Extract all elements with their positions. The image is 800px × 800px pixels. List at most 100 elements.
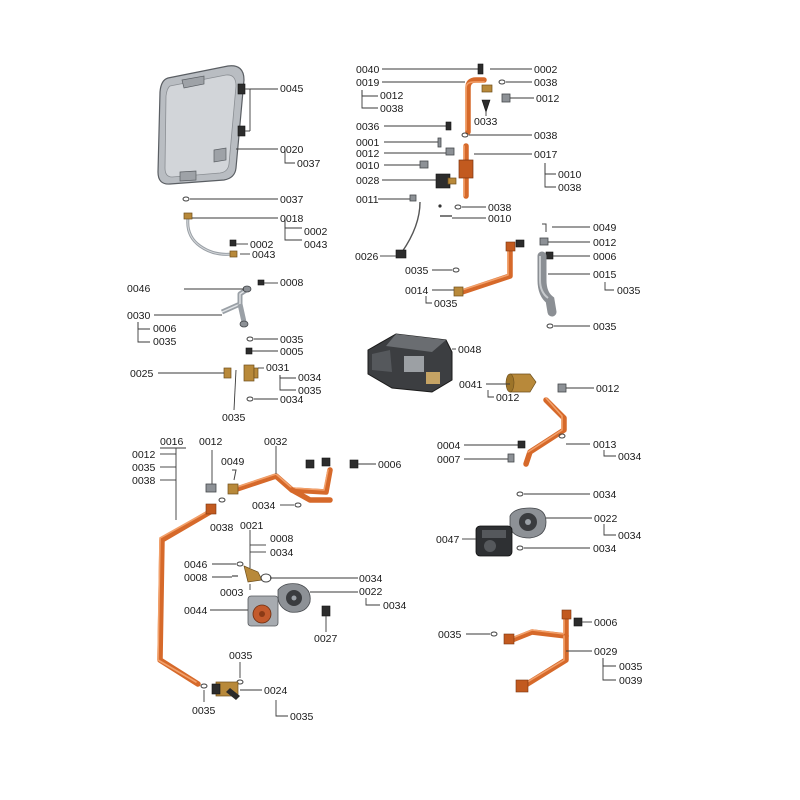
- label-0035-i: 0035: [438, 629, 462, 641]
- pipe-0015: [537, 251, 557, 317]
- hydraulic-block-0048: [367, 333, 453, 393]
- label-0022-b: 0022: [359, 586, 383, 598]
- label-0034-i: 0034: [270, 547, 294, 559]
- label-0038-a: 0038: [534, 77, 558, 89]
- pipe-0014: [453, 239, 525, 297]
- expansion-vessel: [157, 65, 245, 185]
- valve-0025: [223, 367, 232, 379]
- label-0010-a: 0010: [356, 160, 380, 172]
- label-0034-h: 0034: [252, 500, 276, 512]
- label-0025: 0025: [130, 368, 154, 380]
- pipe-0013: [523, 397, 567, 467]
- label-0012-g: 0012: [132, 449, 156, 461]
- pump-motor-0047: [475, 525, 513, 557]
- label-0019: 0019: [356, 77, 380, 89]
- label-0018: 0018: [280, 213, 304, 225]
- label-0002-c: 0002: [534, 64, 558, 76]
- label-0035-c: 0035: [298, 385, 322, 397]
- label-0012-f: 0012: [596, 383, 620, 395]
- label-0012-d: 0012: [593, 237, 617, 249]
- label-0002-a: 0002: [304, 226, 328, 238]
- label-0030: 0030: [127, 310, 151, 322]
- label-0014: 0014: [405, 285, 429, 297]
- label-0047: 0047: [436, 534, 460, 546]
- label-0035-h: 0035: [593, 321, 617, 333]
- label-0022-a: 0022: [594, 513, 618, 525]
- label-0036: 0036: [356, 121, 380, 133]
- label-0037-b: 0037: [280, 194, 304, 206]
- label-0020: 0020: [280, 144, 304, 156]
- pipe-0029: [503, 609, 572, 693]
- label-0034-k: 0034: [383, 600, 407, 612]
- o-ring-0037: [182, 196, 190, 202]
- label-0016: 0016: [160, 436, 184, 448]
- pump-0044: [247, 595, 279, 627]
- label-0012-h: 0012: [199, 436, 223, 448]
- label-0008-c: 0008: [184, 572, 208, 584]
- label-0007: 0007: [437, 454, 461, 466]
- label-0038-f: 0038: [132, 475, 156, 487]
- label-0006-d: 0006: [378, 459, 402, 471]
- label-0035-g: 0035: [434, 298, 458, 310]
- label-0035-a: 0035: [153, 336, 177, 348]
- label-0003: 0003: [220, 587, 244, 599]
- label-0037-a: 0037: [297, 158, 321, 170]
- pump-head-0022: [509, 507, 547, 539]
- label-0039: 0039: [619, 675, 643, 687]
- label-0013: 0013: [593, 439, 617, 451]
- label-0031: 0031: [266, 362, 290, 374]
- label-0006-c: 0006: [594, 617, 618, 629]
- cable-0026: [395, 201, 421, 259]
- label-0038-g: 0038: [210, 522, 234, 534]
- label-0034-g: 0034: [593, 543, 617, 555]
- label-0012-b: 0012: [536, 93, 560, 105]
- label-0010-c: 0010: [488, 213, 512, 225]
- label-0017: 0017: [534, 149, 558, 161]
- label-0049-b: 0049: [221, 456, 245, 468]
- label-0034-e: 0034: [593, 489, 617, 501]
- label-0033: 0033: [474, 116, 498, 128]
- fitting-0031: [243, 364, 259, 382]
- label-0046-b: 0046: [184, 559, 208, 571]
- fitting-0041: [505, 373, 537, 393]
- label-0040: 0040: [356, 64, 380, 76]
- label-0035-b: 0035: [280, 334, 304, 346]
- label-0044: 0044: [184, 605, 208, 617]
- label-0048: 0048: [458, 344, 482, 356]
- label-0034-j: 0034: [359, 573, 383, 585]
- label-0034-d: 0034: [618, 451, 642, 463]
- label-0024: 0024: [264, 685, 288, 697]
- label-0011: 0011: [356, 194, 379, 206]
- label-0032: 0032: [264, 436, 288, 448]
- label-0006-b: 0006: [593, 251, 617, 263]
- label-0034-a: 0034: [298, 372, 322, 384]
- label-0006-a: 0006: [153, 323, 177, 335]
- label-0001: 0001: [356, 137, 380, 149]
- label-0004: 0004: [437, 440, 461, 452]
- label-0046-a: 0046: [127, 283, 151, 295]
- valve-0024: [211, 681, 240, 700]
- pump-head-0022b: [277, 583, 311, 613]
- fitting-0003: [243, 565, 272, 583]
- flexible-hose-0018: [183, 212, 238, 258]
- label-0008-a: 0008: [280, 277, 304, 289]
- label-0035-f: 0035: [617, 285, 641, 297]
- label-0005: 0005: [280, 346, 304, 358]
- pipe-0017: [458, 143, 474, 199]
- label-0034-f: 0034: [618, 530, 642, 542]
- pipe-0030: [220, 285, 252, 328]
- label-0026: 0026: [355, 251, 379, 263]
- label-0049-a: 0049: [593, 222, 617, 234]
- label-0029: 0029: [594, 646, 618, 658]
- label-0012-c: 0012: [356, 148, 380, 160]
- label-0041: 0041: [459, 379, 483, 391]
- fitting-0028: [435, 173, 457, 189]
- label-0012-a: 0012: [380, 90, 404, 102]
- label-0038-e: 0038: [488, 202, 512, 214]
- label-0002-b: 0002: [250, 239, 274, 251]
- label-0045: 0045: [280, 83, 304, 95]
- label-0028: 0028: [356, 175, 380, 187]
- label-0043-a: 0043: [304, 239, 328, 251]
- label-0035-n: 0035: [192, 705, 216, 717]
